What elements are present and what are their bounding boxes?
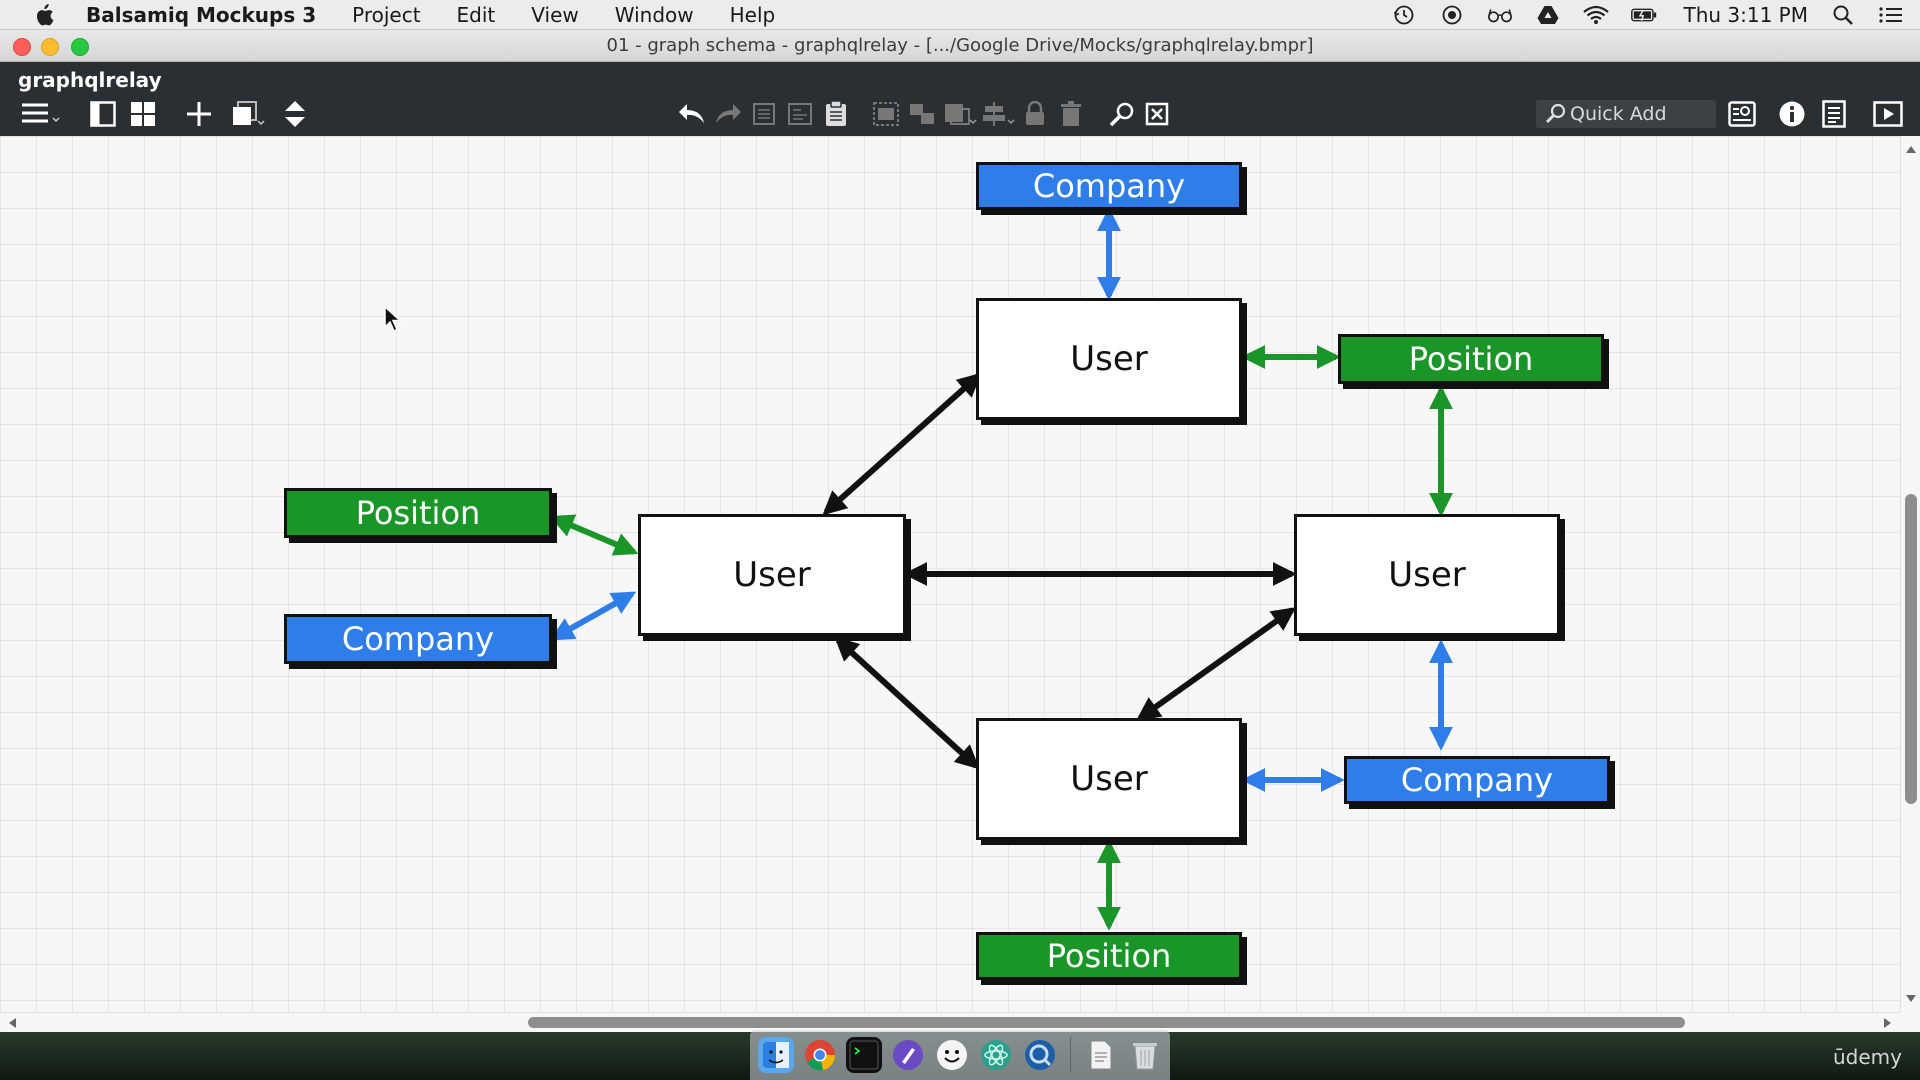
node-company-top[interactable]: Company xyxy=(976,162,1242,210)
redo-icon[interactable] xyxy=(712,100,744,128)
chrome-icon[interactable] xyxy=(802,1037,838,1073)
clear-icon[interactable] xyxy=(1142,100,1172,128)
dock-separator xyxy=(1069,1037,1071,1073)
group-icon[interactable] xyxy=(870,100,902,128)
vertical-scroll-thumb[interactable] xyxy=(1905,494,1917,804)
node-position-right-top[interactable]: Position xyxy=(1338,334,1604,384)
node-user-bottom[interactable]: User xyxy=(976,718,1242,840)
node-user-right[interactable]: User xyxy=(1294,514,1560,636)
atom-icon[interactable] xyxy=(978,1037,1014,1073)
smiley-app-icon[interactable] xyxy=(934,1037,970,1073)
menu-window[interactable]: Window xyxy=(614,2,694,27)
window-minimize-button[interactable] xyxy=(41,38,59,56)
trash-bin-icon[interactable] xyxy=(1127,1037,1163,1073)
window-maximize-button[interactable] xyxy=(71,38,89,56)
single-page-view-icon[interactable] xyxy=(88,100,118,128)
ungroup-icon[interactable] xyxy=(906,100,938,128)
finder-icon[interactable] xyxy=(757,1037,794,1073)
record-icon[interactable] xyxy=(1439,4,1465,26)
apple-icon[interactable] xyxy=(26,0,62,30)
duplicate-icon[interactable] xyxy=(230,100,266,128)
documents-stack-icon[interactable] xyxy=(1083,1037,1119,1073)
menu-app-name[interactable]: Balsamiq Mockups 3 xyxy=(86,2,317,27)
window-close-button[interactable] xyxy=(13,38,31,56)
menu-view[interactable]: View xyxy=(531,2,579,27)
scrollbar-corner xyxy=(1900,1012,1920,1032)
align-icon[interactable] xyxy=(980,100,1016,128)
link-user-left-user-top xyxy=(822,372,982,516)
scroll-up-arrow-icon[interactable] xyxy=(1906,146,1916,153)
link-user-left-user-bottom xyxy=(834,636,980,770)
node-user-left[interactable]: User xyxy=(638,514,906,636)
link-user-bottom-user-right xyxy=(1136,607,1296,721)
quick-add-field[interactable]: Quick Add xyxy=(1536,100,1716,128)
undo-icon[interactable] xyxy=(676,100,708,128)
glasses-icon[interactable] xyxy=(1487,4,1513,26)
search-icon xyxy=(1542,103,1570,125)
grid-view-icon[interactable] xyxy=(128,100,158,128)
find-icon[interactable] xyxy=(1106,100,1138,128)
horizontal-scroll-thumb[interactable] xyxy=(528,1017,1685,1028)
scroll-left-arrow-icon[interactable] xyxy=(9,1018,16,1028)
window-title-bar: 01 - graph schema - graphqlrelay - [.../… xyxy=(0,30,1920,62)
status-area: Thu 3:11 PM xyxy=(1391,0,1904,30)
hamburger-menu-icon[interactable] xyxy=(18,100,62,128)
cut-icon[interactable] xyxy=(784,100,816,128)
link-company-left-user-left xyxy=(549,591,637,641)
time-machine-icon[interactable] xyxy=(1391,4,1417,26)
battery-icon[interactable] xyxy=(1631,4,1657,26)
notification-center-icon[interactable] xyxy=(1878,4,1904,26)
terminal-icon[interactable] xyxy=(845,1037,882,1073)
arrange-icon[interactable] xyxy=(942,100,978,128)
mouse-cursor-icon xyxy=(384,305,402,337)
menu-bar: Balsamiq Mockups 3 Project Edit View Win… xyxy=(0,0,1920,30)
dock xyxy=(750,1030,1170,1080)
ui-library-icon[interactable] xyxy=(1726,100,1758,128)
expand-collapse-icon[interactable] xyxy=(280,100,310,128)
spotlight-search-icon[interactable] xyxy=(1830,4,1856,26)
window-title: 01 - graph schema - graphqlrelay - [.../… xyxy=(606,35,1314,56)
menu-edit[interactable]: Edit xyxy=(456,2,496,27)
quill-editor-icon[interactable] xyxy=(890,1037,926,1073)
scroll-right-arrow-icon[interactable] xyxy=(1884,1018,1891,1028)
mockup-canvas[interactable]: Company User Position Position Company U… xyxy=(0,136,1900,1012)
node-user-top[interactable]: User xyxy=(976,298,1242,420)
quick-add-label: Quick Add xyxy=(1570,103,1667,125)
info-icon[interactable] xyxy=(1776,100,1808,128)
udemy-watermark: ūdemy xyxy=(1833,1045,1902,1069)
diagram-links xyxy=(549,207,1453,931)
google-drive-icon[interactable] xyxy=(1535,4,1561,26)
node-position-left[interactable]: Position xyxy=(284,488,552,538)
paste-icon[interactable] xyxy=(820,100,852,128)
menu-help[interactable]: Help xyxy=(729,2,776,27)
node-company-left[interactable]: Company xyxy=(284,614,552,664)
properties-icon[interactable] xyxy=(1818,100,1850,128)
project-name: graphqlrelay xyxy=(18,68,162,92)
wifi-icon[interactable] xyxy=(1583,4,1610,26)
presentation-play-icon[interactable] xyxy=(1872,100,1904,128)
add-icon[interactable] xyxy=(184,100,214,128)
vertical-scrollbar[interactable] xyxy=(1900,136,1920,1012)
menu-clock[interactable]: Thu 3:11 PM xyxy=(1683,3,1808,27)
node-position-bottom[interactable]: Position xyxy=(976,932,1242,980)
scroll-down-arrow-icon[interactable] xyxy=(1906,995,1916,1002)
app-toolbar: graphqlrelay xyxy=(0,62,1920,136)
copy-icon[interactable] xyxy=(748,100,780,128)
lock-icon[interactable] xyxy=(1020,100,1050,128)
link-position-left-user-left xyxy=(549,514,639,556)
quicktime-icon[interactable] xyxy=(1022,1037,1058,1073)
menu-project[interactable]: Project xyxy=(352,2,421,27)
horizontal-scrollbar[interactable] xyxy=(0,1012,1900,1032)
node-company-right-bottom[interactable]: Company xyxy=(1344,756,1610,804)
trash-icon[interactable] xyxy=(1056,100,1086,128)
